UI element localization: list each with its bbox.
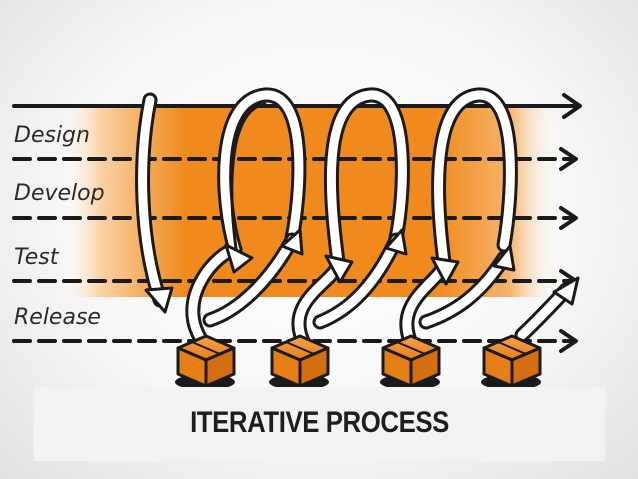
- iteration-arrows: [135, 87, 580, 353]
- box-icon: [269, 334, 330, 390]
- loop-arrow-2: [185, 87, 307, 353]
- dashed-line-1-head: [559, 147, 578, 171]
- dashed-line-4-head: [559, 329, 578, 353]
- caption-bar: ITERATIVE PROCESS: [34, 387, 605, 461]
- loop-arrow-1: [135, 92, 174, 314]
- loop-arrow-3: [291, 87, 410, 353]
- final-arrow: [514, 276, 580, 343]
- row-label-test: Test: [14, 245, 60, 270]
- row-label-develop: Develop: [14, 181, 105, 206]
- row-label-design: Design: [14, 123, 90, 148]
- release-boxes: [175, 334, 542, 390]
- orange-band: [60, 107, 560, 297]
- caption-title: ITERATIVE PROCESS: [190, 406, 449, 439]
- dashed-line-2-head: [559, 206, 578, 230]
- box-icon: [175, 334, 236, 390]
- box-icon: [481, 334, 542, 390]
- row-label-release: Release: [14, 305, 101, 330]
- box-icon: [380, 334, 441, 390]
- loop-arrow-4: [399, 87, 518, 353]
